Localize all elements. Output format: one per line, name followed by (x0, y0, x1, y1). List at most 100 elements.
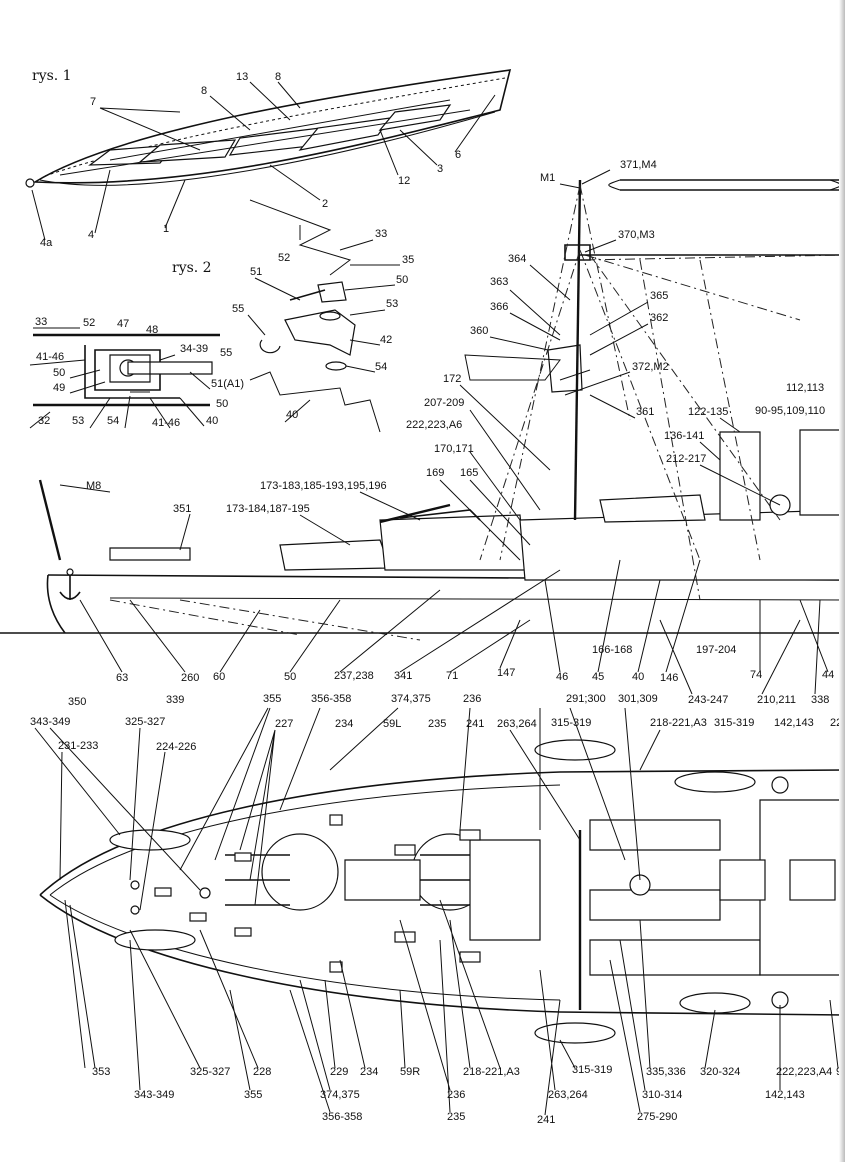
side-label: 165 (460, 467, 478, 479)
fig2-label: 33 (375, 228, 387, 240)
plan-label: 355 (263, 693, 281, 705)
fig1-label: 3 (437, 163, 443, 175)
side-label: 372,M2 (632, 361, 669, 373)
plan-label: 236 (463, 693, 481, 705)
plan-label: 356-358 (311, 693, 351, 705)
plan-label: 263,264 (548, 1089, 588, 1101)
section-label: 41-46 (36, 351, 64, 363)
side-label: 370,M3 (618, 229, 655, 241)
side-label: 350 (68, 696, 86, 708)
side-label: 365 (650, 290, 668, 302)
fig2-label: 50 (396, 274, 408, 286)
fig1-label: 2 (322, 198, 328, 210)
fig1-label: 12 (398, 175, 410, 187)
side-label: 169 (426, 467, 444, 479)
figure-1-labels: 13 8 8 7 2 1 4 4a 12 3 6 (40, 71, 461, 249)
plan-label: 291;300 (566, 693, 606, 705)
fig1-label: 4 (88, 229, 94, 241)
fig2-label: 52 (278, 252, 290, 264)
plan-labels: 355 356-358 374,375 236 343-349 325-327 … (30, 693, 842, 1126)
side-label: 122-135 (688, 406, 728, 418)
plan-label: 343-349 (134, 1089, 174, 1101)
fig2-label: 53 (386, 298, 398, 310)
section-label: 47 (117, 318, 129, 330)
side-label: 63 (116, 672, 128, 684)
fig1-label: 4a (40, 237, 53, 249)
side-label: 173-184,187-195 (226, 503, 310, 515)
fig2-label: 51 (250, 266, 262, 278)
side-label: 366 (490, 301, 508, 313)
section-label: 52 (83, 317, 95, 329)
section-label: 48 (146, 324, 158, 336)
side-label: M1 (540, 172, 555, 184)
side-label: 362 (650, 312, 668, 324)
figure-1-caption: rys. 1 (32, 68, 72, 84)
section-label: 55 (220, 347, 232, 359)
side-label: 243-247 (688, 694, 728, 706)
fig1-label: 8 (275, 71, 281, 83)
section-label: 32 (38, 415, 50, 427)
plan-label: 236 (447, 1089, 465, 1101)
side-label: 74 (750, 669, 762, 681)
side-label: 170,171 (434, 443, 474, 455)
side-label: 147 (497, 667, 515, 679)
fig1-label: 13 (236, 71, 248, 83)
side-label: 166-168 (592, 644, 632, 656)
section-label: 40 (206, 415, 218, 427)
plan-label: 227 (275, 718, 293, 730)
fig1-label: 7 (90, 96, 96, 108)
side-label: 361 (636, 406, 654, 418)
side-label: 364 (508, 253, 526, 265)
side-label: 360 (470, 325, 488, 337)
page-edge-shadow (839, 0, 845, 1162)
plan-label: 310-314 (642, 1089, 682, 1101)
plan-label: 263,264 (497, 718, 537, 730)
plan-label: 218-221,A3 (463, 1066, 520, 1078)
section-label: 51(A1) (211, 378, 244, 390)
side-label: 207-209 (424, 397, 464, 409)
side-label: 172 (443, 373, 461, 385)
side-label: 45 (592, 671, 604, 683)
plan-label: 315-319 (714, 717, 754, 729)
plan-label: 353 (92, 1066, 110, 1078)
fig1-label: 6 (455, 149, 461, 161)
side-label: 46 (556, 671, 568, 683)
side-label: 222,223,A6 (406, 419, 462, 431)
plan-label: 231-233 (58, 740, 98, 752)
figure-2-labels: 33 35 52 50 51 53 55 42 54 40 (232, 228, 414, 421)
side-label: 210,211 (757, 694, 796, 706)
fig2-label: 54 (375, 361, 387, 373)
side-label: 341 (394, 670, 412, 682)
plan-label: 335,336 (646, 1066, 686, 1078)
plan-label: 142,143 (774, 717, 814, 729)
side-label: 60 (213, 671, 225, 683)
section-label: 50 (216, 398, 228, 410)
figure-1-hull-frame: rys. 1 13 8 8 7 2 1 4 4a 12 3 6 (25, 68, 512, 249)
side-label: 136-141 (664, 430, 704, 442)
side-label: 112,113 (786, 382, 824, 394)
plan-label: 343-349 (30, 716, 70, 728)
plan-label: 234 (335, 718, 353, 730)
plan-label: 356-358 (322, 1111, 362, 1123)
fig2-label: 35 (402, 254, 414, 266)
plan-label: 228 (253, 1066, 271, 1078)
side-label: 90-95,109,110 (755, 405, 825, 417)
plan-label: 229 (330, 1066, 348, 1078)
side-label: 173-183,185-193,195,196 (260, 480, 387, 492)
side-label: 197-204 (696, 644, 736, 656)
side-labels: M1 371,M4 370,M3 364 363 365 366 362 360… (68, 159, 834, 708)
section-label: 54 (107, 415, 119, 427)
side-label: 371,M4 (620, 159, 657, 171)
plan-label: 374,375 (391, 693, 431, 705)
plan-label: 218-221,A3 (650, 717, 707, 729)
side-label: 363 (490, 276, 508, 288)
plan-label: 142,143 (765, 1089, 805, 1101)
plan-label: 241 (466, 718, 484, 730)
plan-label: 234 (360, 1066, 378, 1078)
side-label: 50 (284, 671, 296, 683)
plan-label: 224-226 (156, 741, 196, 753)
section-label: 49 (53, 382, 65, 394)
plan-label: 325-327 (190, 1066, 230, 1078)
plan-label: 241 (537, 1114, 555, 1126)
